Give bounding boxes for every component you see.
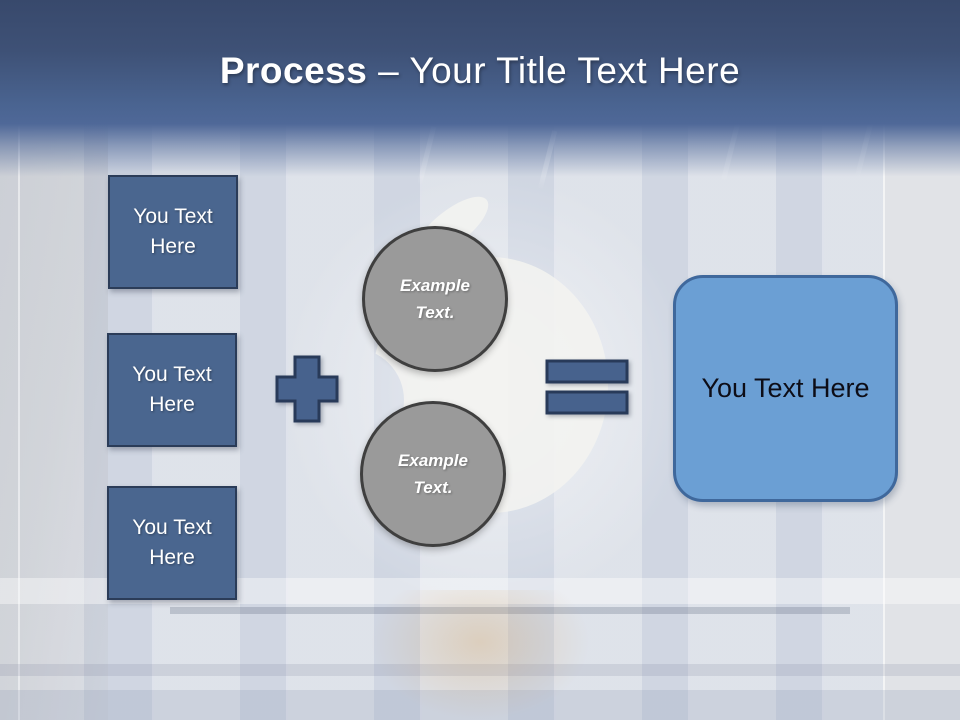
floor-strip [0,690,960,720]
result-box-label: You Text Here [701,373,870,403]
input-box-3[interactable]: You Text Here [107,486,237,600]
title-rest: – Your Title Text Here [378,50,741,91]
equals-operator[interactable] [544,358,630,416]
circle-label: Example Text. [400,275,470,322]
equals-icon [545,359,629,415]
input-box-1[interactable]: You Text Here [108,175,238,289]
storefront-beam [0,664,960,676]
circle-2[interactable]: Example Text. [360,401,506,547]
input-box-label: You Text Here [133,204,213,258]
plus-operator[interactable] [275,355,339,423]
input-box-label: You Text Here [132,362,212,416]
header-bar [0,0,960,182]
plus-icon [275,355,339,423]
input-box-2[interactable]: You Text Here [107,333,237,447]
circle-1[interactable]: Example Text. [362,226,508,372]
warm-door-reflection [370,590,590,720]
result-box[interactable]: You Text Here [673,275,898,502]
circle-label: Example Text. [398,450,468,497]
storefront-beam [170,607,850,614]
slide-title[interactable]: Process – Your Title Text Here [0,50,960,92]
input-box-label: You Text Here [132,515,212,569]
title-keyword: Process [219,50,368,91]
